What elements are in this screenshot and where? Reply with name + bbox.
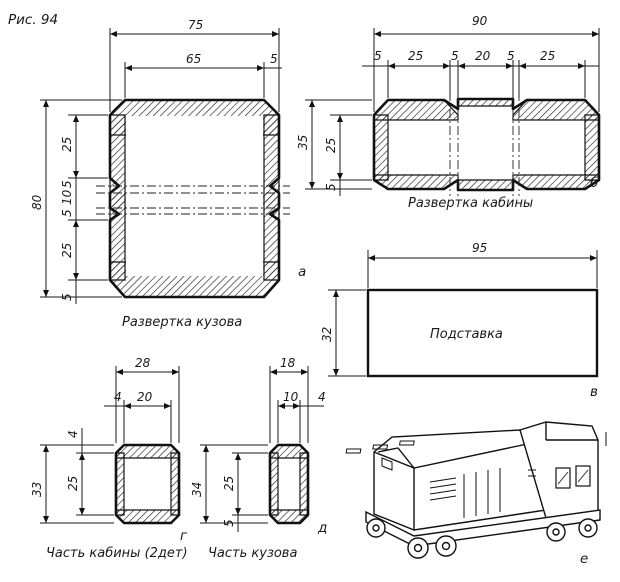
dim-d-inner: 10 [283, 390, 299, 404]
panel-e-letter: е [580, 551, 588, 567]
panel-a-letter: а [298, 264, 306, 280]
panel-v-stand: 95 32 Подставка в [320, 241, 599, 400]
dim-a-bottom: 25 [60, 243, 74, 258]
dim-v-width: 95 [472, 241, 487, 255]
dim-a-s3: 5 [60, 209, 74, 217]
panel-b-caption: Развертка кабины [408, 196, 533, 211]
panel-a-body-development: 75 65 5 80 25 5 10 5 25 5 а Развертка ку… [30, 18, 306, 330]
panel-b-letter: б [590, 175, 598, 191]
dim-b-w1: 5 [374, 49, 382, 63]
dim-d-edge: 4 [318, 390, 326, 404]
dim-b-w5: 5 [507, 49, 515, 63]
panel-d-letter: д [317, 520, 327, 536]
dim-a-edge-right: 5 [270, 52, 278, 66]
dim-a-total-width: 75 [188, 18, 203, 32]
panel-d-caption: Часть кузова [208, 546, 297, 561]
figure-label: Рис. 94 [8, 12, 58, 28]
panel-g-caption: Часть кабины (2дет) [46, 546, 188, 561]
dim-a-height: 80 [30, 194, 44, 210]
dim-d-mid: 25 [222, 476, 236, 491]
dim-b-w2: 25 [408, 49, 423, 63]
dim-a-s2: 10 [60, 189, 74, 205]
panel-v-label: Подставка [430, 327, 503, 342]
dim-a-s1: 5 [60, 180, 74, 188]
dim-v-height: 32 [320, 327, 334, 342]
dim-g-width: 28 [135, 356, 151, 370]
dim-b-w6: 25 [540, 49, 555, 63]
dim-g-top: 4 [66, 430, 80, 438]
dim-a-inner-width: 65 [186, 52, 201, 66]
dim-b-total-width: 90 [472, 14, 488, 28]
dim-b-inner-height: 25 [324, 138, 338, 153]
dim-b-height: 35 [296, 135, 310, 150]
dim-d-height: 34 [190, 482, 204, 497]
dim-g-height: 33 [30, 482, 44, 497]
dim-g-edge: 4 [114, 390, 122, 404]
panel-g-letter: г [180, 528, 188, 544]
dim-d-bottom: 5 [222, 519, 236, 527]
panel-e-locomotive-sketch [345, 421, 607, 559]
dim-g-mid: 25 [66, 476, 80, 491]
panel-a-caption: Развертка кузова [122, 315, 242, 330]
panel-v-letter: в [590, 384, 598, 400]
panel-d-body-part: 18 10 4 34 25 5 д Часть кузова [190, 356, 327, 561]
dim-b-w4: 20 [475, 49, 491, 63]
dim-a-top: 25 [60, 137, 74, 152]
panel-g-cab-part: 28 4 20 33 4 25 г Часть кабины (2дет) [30, 356, 188, 561]
dim-b-w3: 5 [451, 49, 459, 63]
dim-a-edge-bottom: 5 [60, 293, 74, 301]
dim-d-width: 18 [280, 356, 296, 370]
dim-g-inner: 20 [137, 390, 153, 404]
panel-b-cab-development: 90 5 25 5 20 5 25 35 25 5 б Развертка ка… [296, 14, 601, 211]
dim-b-edge-height: 5 [324, 183, 338, 191]
